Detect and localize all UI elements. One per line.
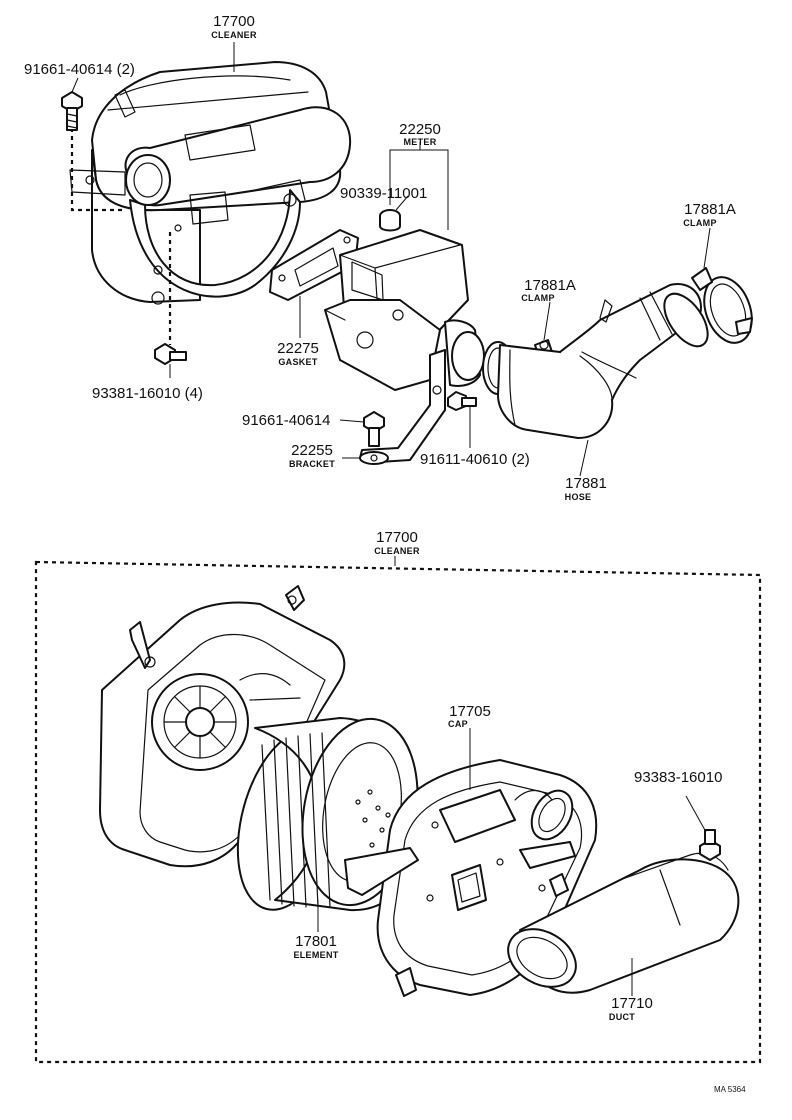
label-17881a-right-number: 17881A	[684, 201, 736, 218]
bolt-91611-40610-x2	[447, 391, 477, 411]
part-labels: 17700 CLEANER 91661-40614 (2) 22250 METE…	[24, 13, 746, 1094]
label-17881-number: 17881	[565, 475, 607, 492]
air-cleaner-housing-lower	[99, 585, 346, 868]
bolt-93383-16010	[699, 829, 721, 861]
bolt-91661-40614	[363, 411, 385, 447]
assembly-boundary	[34, 560, 762, 1064]
intake-hose-17881	[497, 283, 709, 439]
label-90339-11001: 90339-11001	[340, 185, 427, 202]
label-17700-lower-number: 17700	[376, 529, 418, 546]
label-17710-name: DUCT	[609, 1012, 635, 1022]
label-17705-number: 17705	[449, 703, 491, 720]
air-cleaner-housing-top	[69, 61, 352, 305]
bolt-91661-40614-x2	[61, 91, 83, 131]
label-22250-name: METER	[404, 137, 437, 147]
label-17881a-mid-number: 17881A	[524, 277, 576, 294]
label-22255-name: BRACKET	[289, 459, 335, 469]
leader-lines-top	[71, 42, 711, 477]
label-17801-number: 17801	[295, 933, 337, 950]
drawing-code: MA 5364	[714, 1085, 746, 1094]
label-17881a-mid-name: CLAMP	[521, 293, 555, 303]
label-91661-40614: 91661-40614	[242, 412, 330, 429]
label-22255-number: 22255	[291, 442, 333, 459]
label-17705-name: CAP	[448, 719, 468, 729]
hose-clamp-17881a	[691, 267, 753, 344]
label-93383-16010: 93383-16010	[634, 769, 722, 786]
air-flow-meter-22250	[324, 229, 485, 391]
label-17881a-right-name: CLAMP	[683, 218, 717, 228]
label-17801-name: ELEMENT	[293, 950, 338, 960]
label-22250-number: 22250	[399, 121, 441, 138]
leader-lines-lower	[317, 728, 707, 996]
label-17700-top-number: 17700	[213, 13, 255, 30]
label-91611-40610-x2: 91611-40610 (2)	[420, 451, 530, 468]
label-17881-name: HOSE	[565, 492, 592, 502]
label-22275-number: 22275	[277, 340, 319, 357]
bolt-93381-16010-x4	[154, 343, 187, 365]
intake-duct-17710	[507, 852, 740, 994]
bracket-22255	[359, 349, 446, 465]
label-22275-name: GASKET	[278, 357, 318, 367]
label-17700-lower-name: CLEANER	[374, 546, 420, 556]
label-91661-40614-x2: 91661-40614 (2)	[24, 61, 135, 78]
label-93381-16010-x4: 93381-16010 (4)	[92, 385, 203, 402]
plug-90339-11001	[379, 209, 401, 232]
label-17710-number: 17710	[611, 995, 653, 1012]
label-17700-top-name: CLEANER	[211, 30, 257, 40]
